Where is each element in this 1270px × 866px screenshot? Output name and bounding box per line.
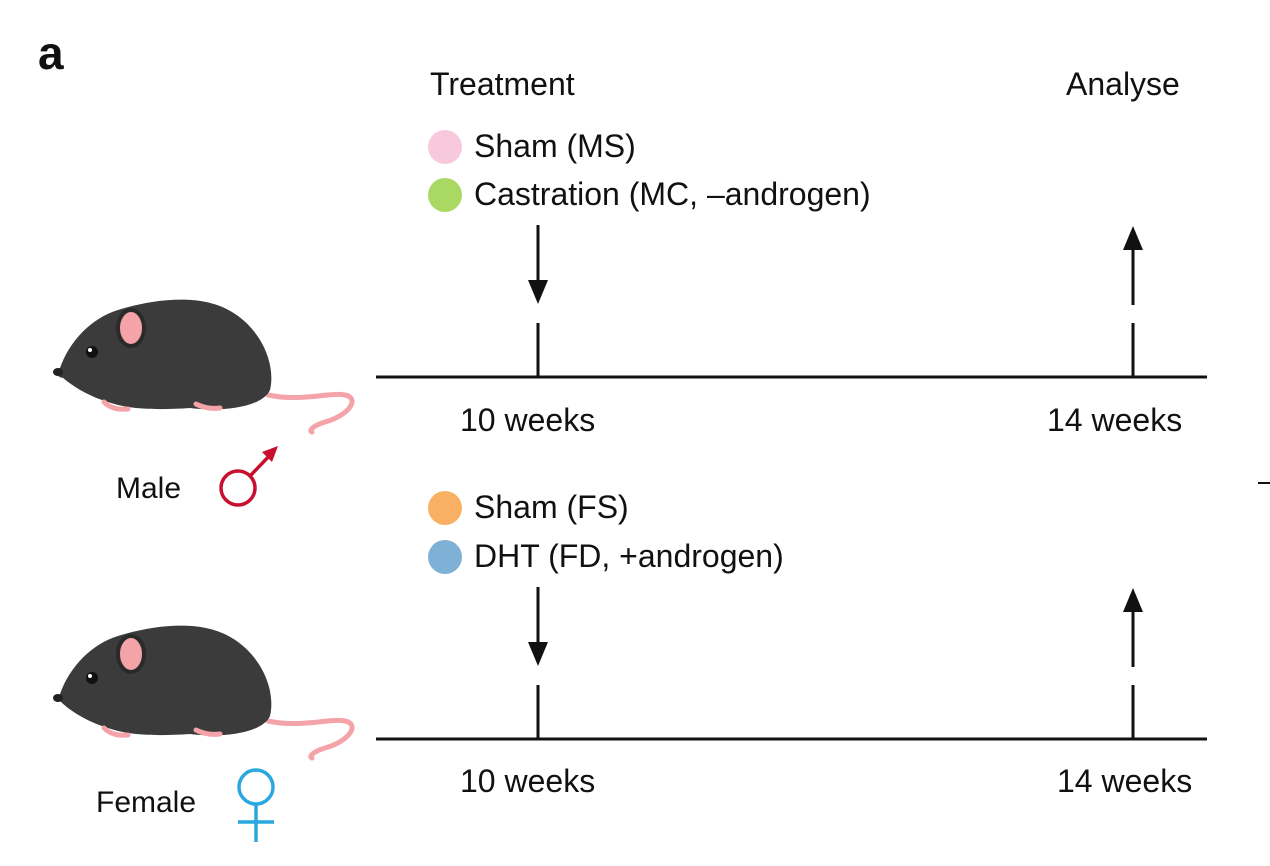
analyse-header: Analyse (1066, 66, 1180, 102)
female-tick-start: 10 weeks (460, 763, 596, 799)
down-arrow-icon (528, 587, 548, 666)
male-symbol-icon (219, 446, 278, 507)
treatment-header: Treatment (430, 66, 575, 102)
male-tick-start: 10 weeks (460, 402, 596, 438)
legend-dot (428, 490, 462, 525)
legend-dot (428, 129, 462, 164)
panel-letter: a (38, 27, 64, 79)
down-arrow-icon (528, 225, 548, 304)
legend-item-female-sham: Sham (FS) (428, 489, 629, 526)
legend-item-male-castration: Castration (MC, –androgen) (428, 176, 871, 213)
legend-label: Castration (MC, –androgen) (474, 176, 871, 212)
legend-label: Sham (FS) (474, 489, 629, 525)
male-label: Male (116, 472, 182, 505)
legend-dot (428, 177, 462, 212)
legend-item-female-dht: DHT (FD, +androgen) (428, 538, 784, 575)
legend-label: Sham (MS) (474, 128, 636, 164)
male-tick-end: 14 weeks (1047, 402, 1183, 438)
female-symbol-icon (237, 768, 275, 842)
legend-item-male-sham: Sham (MS) (428, 128, 636, 165)
female-label: Female (96, 786, 197, 819)
legend-label: DHT (FD, +androgen) (474, 538, 784, 574)
legend-dot (428, 539, 462, 574)
mouse-icon (53, 299, 355, 435)
up-arrow-icon (1123, 588, 1143, 667)
female-tick-end: 14 weeks (1057, 763, 1193, 799)
up-arrow-icon (1123, 226, 1143, 305)
mouse-icon (53, 625, 355, 761)
